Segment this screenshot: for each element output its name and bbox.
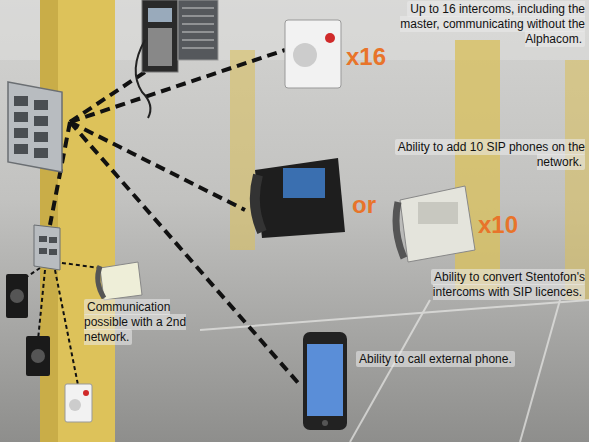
sip-phone xyxy=(255,158,345,238)
sip-note-text: Ability to add 10 SIP phones on the netw… xyxy=(395,139,585,170)
desk-station xyxy=(396,186,475,262)
or-word: or xyxy=(352,192,392,218)
smartphone xyxy=(303,332,347,430)
quantity-badge: x10 xyxy=(478,212,538,238)
quantity-badge-text: x10 xyxy=(478,211,518,238)
intercom-note: Up to 16 intercoms, including the master… xyxy=(400,2,585,47)
door-intercoms xyxy=(6,274,92,422)
second-switch xyxy=(34,225,60,270)
intercom-unit xyxy=(285,20,341,88)
pillar xyxy=(565,60,589,300)
master-intercom-panel xyxy=(136,0,218,118)
network-note: Communication possible with a 2nd networ… xyxy=(84,300,202,345)
external-note: Ability to call external phone. xyxy=(356,352,536,367)
licence-note: Ability to convert Stentofon's intercoms… xyxy=(392,270,585,300)
or-word-text: or xyxy=(352,191,376,218)
intercom-note-text: Up to 16 intercoms, including the master… xyxy=(400,1,585,47)
desk-station-small xyxy=(98,262,142,300)
pillar xyxy=(230,50,255,250)
quantity-badge-text: x16 xyxy=(346,43,386,70)
quantity-badge: x16 xyxy=(346,44,406,70)
floor-markings xyxy=(200,300,589,442)
licence-note-text: Ability to convert Stentofon's intercoms… xyxy=(431,269,585,300)
network-note-text: Communication possible with a 2nd networ… xyxy=(84,299,186,345)
sip-note: Ability to add 10 SIP phones on the netw… xyxy=(392,140,585,170)
network-switch xyxy=(8,82,62,172)
pillar xyxy=(40,0,115,442)
external-note-text: Ability to call external phone. xyxy=(356,351,515,367)
